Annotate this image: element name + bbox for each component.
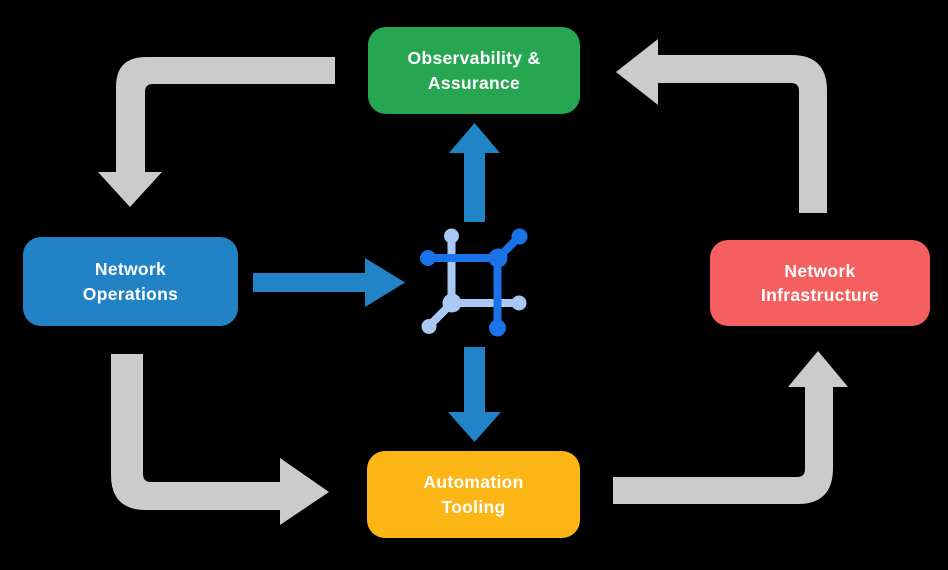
node-operations-label: Network Operations xyxy=(82,259,179,304)
icon-top-node xyxy=(444,228,459,244)
arrow-operations-to-automation xyxy=(111,354,329,525)
arrow-observability-to-operations xyxy=(98,57,335,207)
icon-left-node xyxy=(420,250,436,266)
icon-bottom-left-diagonal-node xyxy=(421,319,437,334)
arrow-operations-to-center xyxy=(253,258,405,307)
icon-right-node xyxy=(511,295,527,311)
node-automation-label: Automation Tooling xyxy=(423,472,524,517)
node-automation-tooling: Automation Tooling xyxy=(367,451,580,538)
arrow-infrastructure-to-observability xyxy=(616,39,827,213)
icon-bottom-left-corner-node xyxy=(442,293,462,313)
arrow-center-to-automation xyxy=(448,347,501,442)
icon-bottom-node xyxy=(489,319,506,337)
node-observability-label: Observability & Assurance xyxy=(407,48,541,93)
icon-top-right-diagonal-node xyxy=(511,228,528,245)
node-network-infrastructure: Network Infrastructure xyxy=(710,240,930,326)
node-infrastructure-label: Network Infrastructure xyxy=(761,260,879,305)
arrow-automation-to-infrastructure xyxy=(613,351,848,504)
icon-top-right-corner-node xyxy=(488,248,508,268)
node-observability-assurance: Observability & Assurance xyxy=(368,27,580,114)
network-nodes-icon xyxy=(420,228,528,337)
node-network-operations: Network Operations xyxy=(23,237,238,326)
arrow-center-to-observability xyxy=(449,123,500,222)
